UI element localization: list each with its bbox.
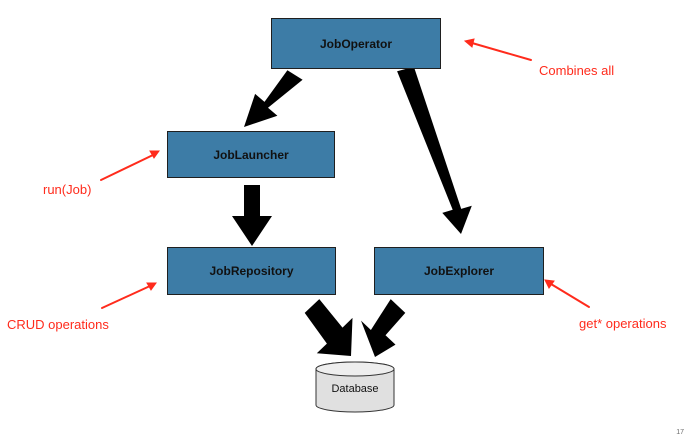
annotation-arrowhead-run [149, 150, 160, 159]
arrow-jobexplorer-to-database [361, 299, 406, 357]
node-joblauncher-label: JobLauncher [213, 147, 289, 162]
annotation-get-operations: get* operations [579, 316, 667, 331]
database-cylinder-top [315, 361, 395, 377]
node-joboperator-label: JobOperator [319, 36, 392, 51]
arrow-joboperator-to-jobexplorer [397, 66, 472, 234]
annotation-arrow-shaft-run [100, 154, 154, 181]
annotation-arrow-shaft-get [550, 283, 590, 308]
arrow-jobrepository-to-database [304, 299, 353, 356]
annotation-arrowhead-get [544, 279, 555, 289]
node-joboperator: JobOperator [271, 18, 441, 69]
database-cylinder [315, 361, 395, 413]
node-jobexplorer-label: JobExplorer [423, 264, 495, 278]
node-jobrepository-label: JobRepository [209, 264, 294, 278]
annotation-arrowhead-combines [463, 38, 475, 48]
node-jobexplorer: JobExplorer [374, 247, 544, 295]
arrow-joboperator-to-joblauncher [244, 70, 303, 127]
node-joblauncher: JobLauncher [167, 131, 335, 178]
annotation-arrow-shaft-crud [101, 285, 151, 309]
arrow-joblauncher-to-jobrepository [232, 185, 272, 246]
database-label: Database [331, 383, 379, 395]
annotation-arrow-shaft-combines [471, 42, 532, 61]
node-jobrepository: JobRepository [167, 247, 336, 295]
annotation-arrowhead-crud [146, 282, 157, 291]
page-number: 17 [676, 429, 684, 436]
annotation-crud-operations: CRUD operations [7, 317, 109, 332]
annotation-combines-all: Combines all [539, 63, 615, 78]
annotation-run-job: run(Job) [43, 182, 92, 197]
